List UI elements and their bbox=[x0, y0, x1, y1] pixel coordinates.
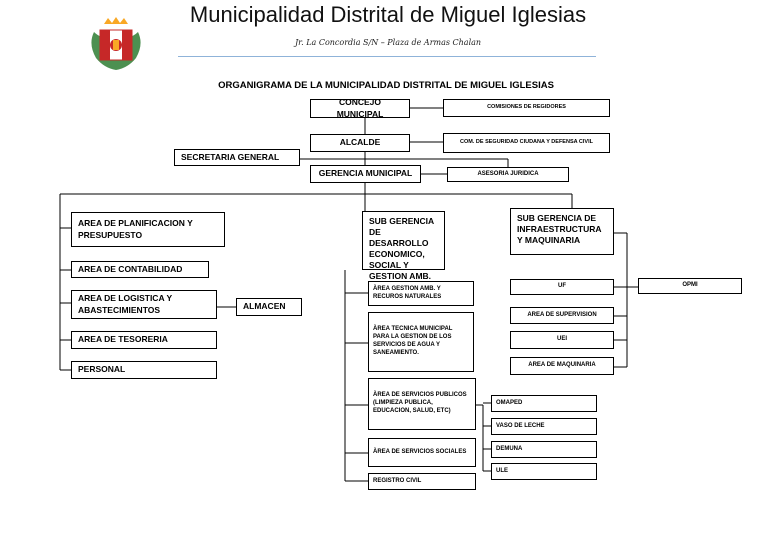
box-servicios-sociales: ÀREA DE SERVICIOS SOCIALES bbox=[368, 438, 476, 467]
address-line: Jr. La Concordia S/N – Plaza de Armas Ch… bbox=[294, 38, 482, 47]
box-personal: PERSONAL bbox=[71, 361, 217, 379]
box-secretaria-general: SECRETARIA GENERAL bbox=[174, 149, 300, 166]
box-gerencia-municipal: GERENCIA MUNICIPAL bbox=[310, 165, 421, 183]
box-vaso-de-leche: VASO DE LECHE bbox=[491, 418, 597, 435]
box-servicios-publicos: ÀREA DE SERVICIOS PUBLICOS (LIMPIEZA PUB… bbox=[368, 378, 476, 430]
box-registro-civil: REGISTRO CIVIL bbox=[368, 473, 476, 490]
box-com-seguridad: COM. DE SEGURIDAD CIUDANA Y DEFENSA CIVI… bbox=[443, 133, 610, 153]
box-contabilidad: AREA DE CONTABILIDAD bbox=[71, 261, 209, 278]
box-logistica-abastecimientos: AREA DE LOGISTICA Y ABASTECIMIENTOS bbox=[71, 290, 217, 319]
box-omaped: OMAPED bbox=[491, 395, 597, 412]
box-demuna: DEMUNA bbox=[491, 441, 597, 458]
box-sub-gerencia-desarrollo: SUB GERENCIA DE DESARROLLO ECONOMICO, SO… bbox=[362, 211, 445, 281]
chart-title: ORGANIGRAMA DE LA MUNICIPALIDAD DISTRITA… bbox=[218, 80, 554, 91]
box-opmi: OPMI bbox=[638, 278, 742, 294]
header-divider bbox=[178, 56, 596, 57]
box-almacen: ALMACEN bbox=[236, 298, 302, 316]
box-tesoreria: AREA DE TESORERIA bbox=[71, 331, 217, 349]
box-uei: UEI bbox=[510, 331, 614, 349]
box-gestion-ambiental: ÀREA GESTION AMB. Y RECUROS NATURALES bbox=[368, 281, 474, 306]
box-uf: UF bbox=[510, 279, 614, 295]
box-ule: ULE bbox=[491, 463, 597, 480]
page-title: Municipalidad Distrital de Miguel Iglesi… bbox=[189, 2, 587, 27]
box-area-maquinaria: AREA DE MAQUINARIA bbox=[510, 357, 614, 375]
box-area-tecnica-agua: ÀREA TECNICA MUNICIPAL PARA LA GESTION D… bbox=[368, 312, 474, 372]
box-sub-gerencia-infraestructura: SUB GERENCIA DE INFRAESTRUCTURA Y MAQUIN… bbox=[510, 208, 614, 255]
box-asesoria-juridica: ASESORIA JURIDICA bbox=[447, 167, 569, 182]
box-planificacion-presupuesto: AREA DE PLANIFICACION Y PRESUPUESTO bbox=[71, 212, 225, 247]
municipal-crest-icon bbox=[86, 14, 146, 74]
box-alcalde: ALCALDE bbox=[310, 134, 410, 152]
box-area-supervision: AREA DE SUPERVISION bbox=[510, 307, 614, 324]
box-comisiones-regidores: COMISIONES DE REGIDORES bbox=[443, 99, 610, 117]
box-concejo-municipal: CONCEJO MUNICIPAL bbox=[310, 97, 410, 119]
